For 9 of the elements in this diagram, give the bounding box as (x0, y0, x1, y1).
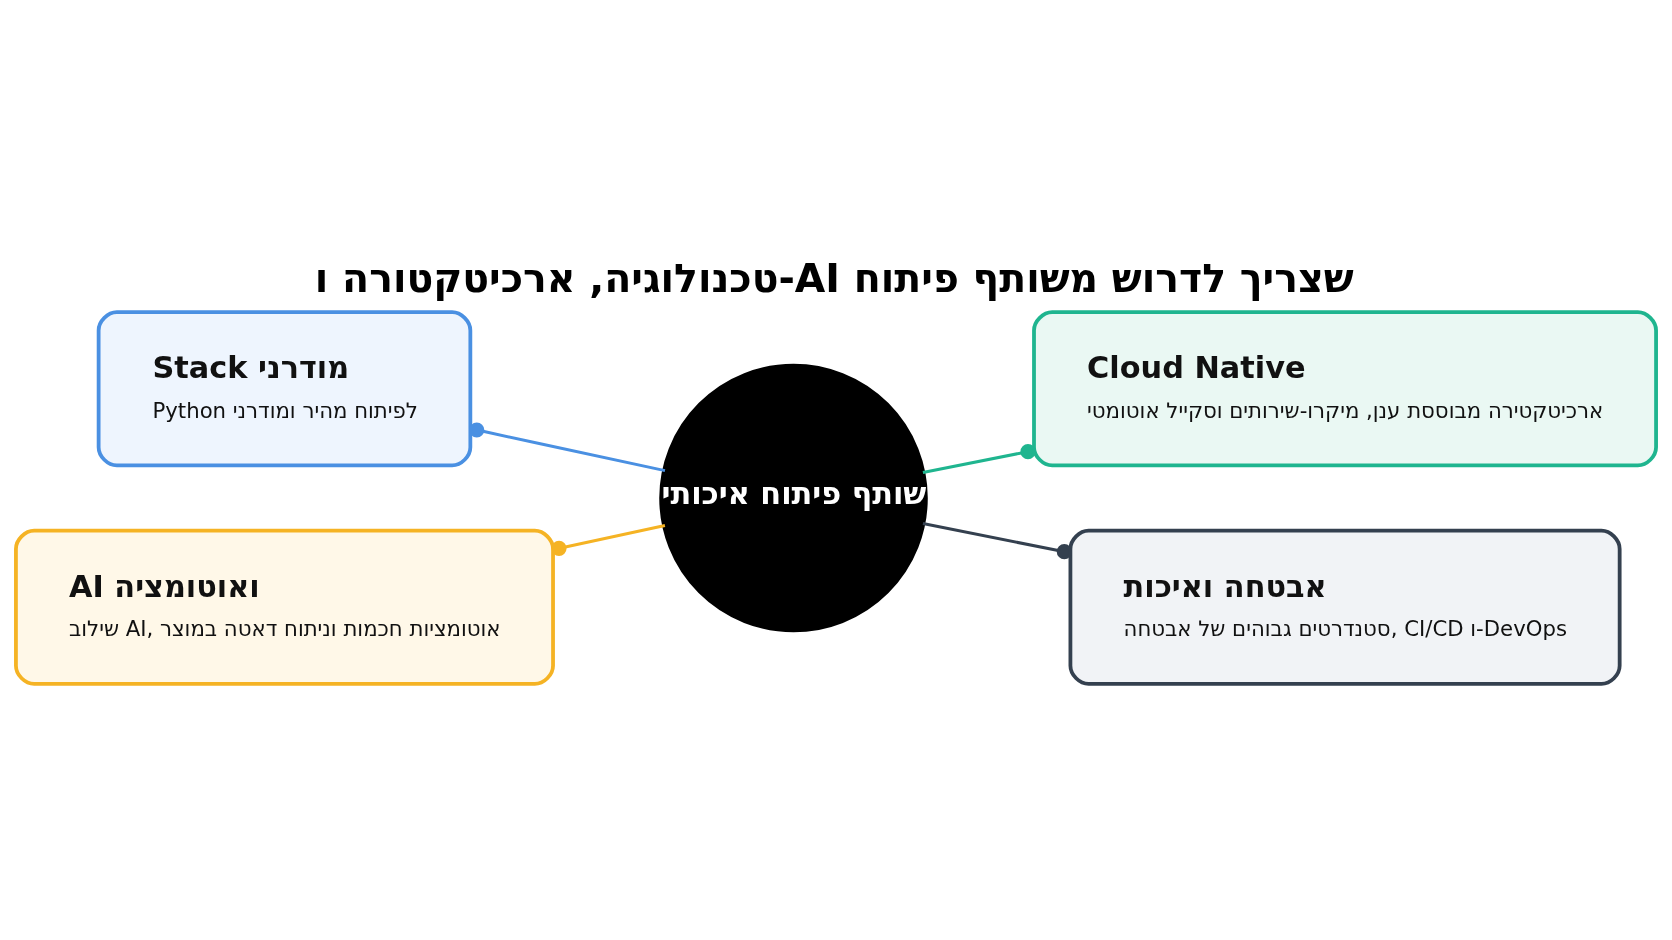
node-box: אבטחה ואיכות סטנדרטים גבוהים של אבטחה, CI/CD ו-DevOps (1068, 528, 1622, 686)
node-circle: שותף פיתוח איכותי (659, 363, 928, 633)
diagram-title: טכנולוגיה, ארכיטקטורה ו-AI שצריך לדרוש משותף פיתוח (314, 255, 1354, 302)
connector (551, 524, 666, 556)
connector (922, 444, 1036, 475)
connector (922, 522, 1072, 560)
node-box: AI ואוטומציה שילוב AI, אוטומציות חכמות וניתוח דאטה במוצר (14, 528, 555, 686)
node-box: Stack מודרני Python לפיתוח מהיר ומודרני (96, 310, 473, 468)
connector (469, 422, 666, 473)
